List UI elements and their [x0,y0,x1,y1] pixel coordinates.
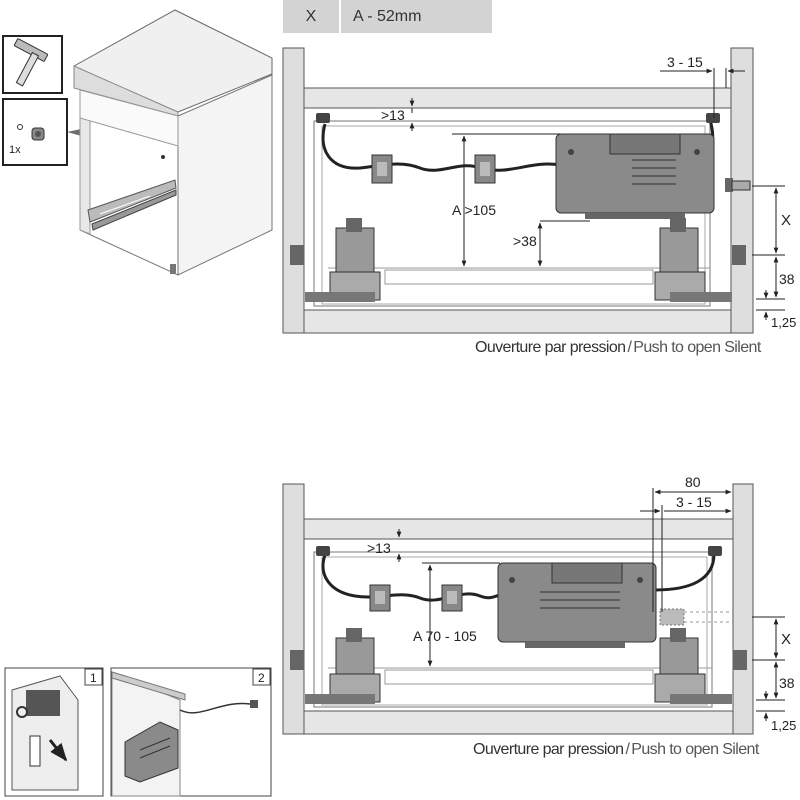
caption-bottom: Ouverture par pression/Push to open Sile… [473,741,759,759]
header-x-label: X [305,7,317,25]
runner-left [290,628,381,704]
runner-left [290,218,381,302]
runner-right [654,628,747,704]
hammer-inset [2,35,63,94]
cable-clip [474,154,496,184]
push-to-open-unit [124,721,179,783]
caption-bottom-fr: Ouverture par pression [473,741,624,758]
step-2-inset: 2 [110,667,272,797]
top-dim-gap-top: >13 [381,107,405,123]
top-diagram: 3 - 15 >13 A >105 >38 X 38 1,25 [282,47,796,334]
screw-icon [31,127,45,141]
top-dim-height-a: A >105 [452,202,496,218]
caption-top-sep: / [627,339,632,356]
top-dim-gap-side: 3 - 15 [667,54,703,70]
cabinet-illustration [73,9,273,276]
bottom-dim-x: X [781,631,791,648]
bottom-dim-gap-side: 3 - 15 [676,494,712,510]
caption-top-en: Push to open Silent [633,339,761,356]
cable-clip [369,584,391,612]
bottom-dim-height-a: A 70 - 105 [413,628,477,644]
bottom-dim-gap-top: >13 [367,540,391,556]
push-to-open-unit [555,133,715,219]
bottom-dim-80: 80 [685,474,701,490]
runner-right [654,218,746,302]
push-to-open-unit [497,562,657,648]
cable-clip [371,154,393,184]
header-cell-x: X [283,0,339,33]
bottom-dim-38: 38 [779,675,795,691]
top-dim-min-height: >38 [513,233,537,249]
caption-bottom-en: Push to open Silent [631,741,759,758]
step-2-number: 2 [258,671,265,685]
caption-bottom-sep: / [625,741,630,758]
cable-clip [441,584,463,612]
top-dim-38: 38 [779,271,795,287]
screw-inset: 1x [2,98,68,166]
caption-top-fr: Ouverture par pression [475,339,626,356]
top-dim-x: X [781,212,791,229]
step-1-inset: 1 [4,667,104,797]
bottom-diagram: 80 3 - 15 >13 A 70 - 105 X 38 1,25 [282,474,796,735]
bottom-dim-125: 1,25 [771,718,796,733]
header-a-label: A - 52mm [353,7,422,25]
top-dim-125: 1,25 [771,315,796,330]
caption-top: Ouverture par pression/Push to open Sile… [475,339,761,357]
step-1-number: 1 [90,671,97,685]
screw-quantity: 1x [9,144,21,156]
hammer-icon [13,38,49,87]
header-cell-a: A - 52mm [341,0,492,33]
